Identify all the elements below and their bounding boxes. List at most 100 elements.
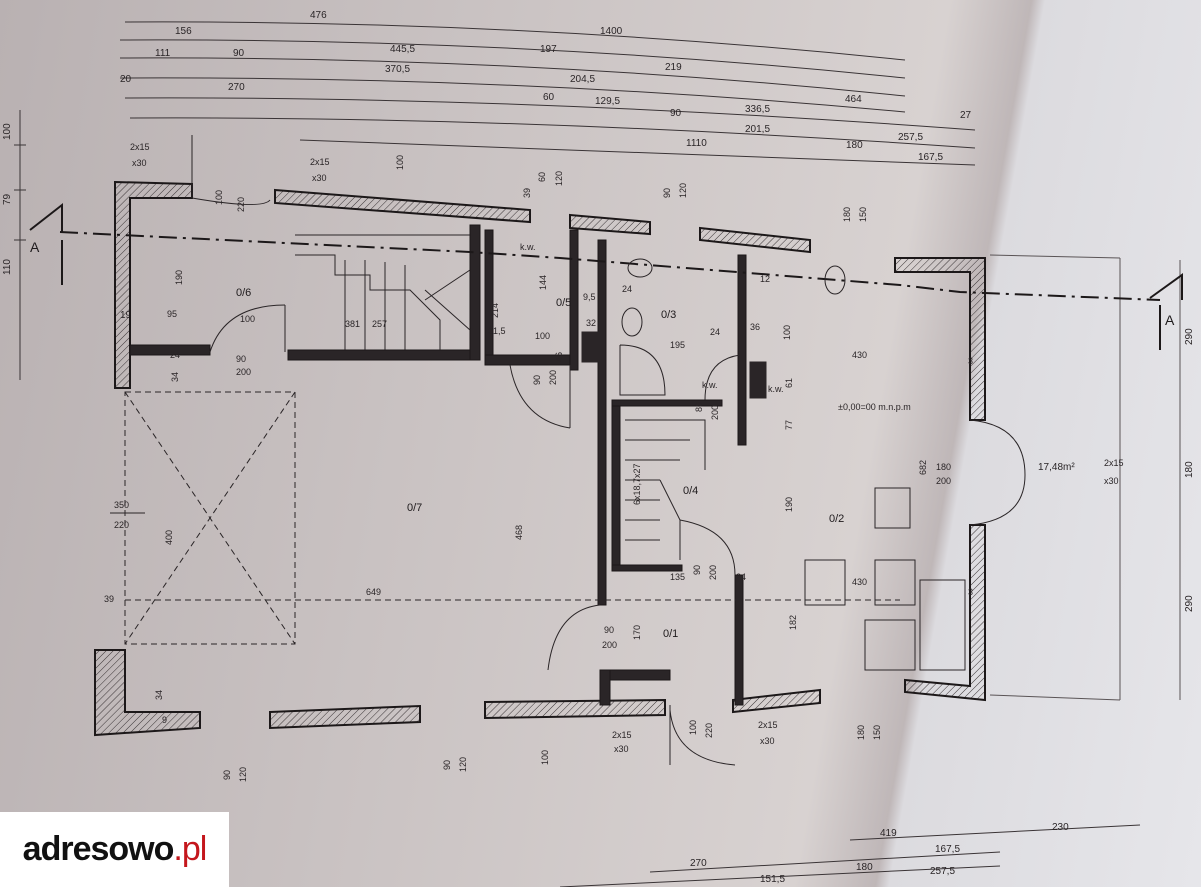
logo-tld-text: .pl	[173, 830, 207, 868]
dim-468: 468	[514, 525, 524, 540]
dim-bottom-419: 419	[880, 828, 897, 839]
living-room-furniture	[804, 487, 966, 671]
dim-bottom-167-5: 167,5	[935, 844, 960, 855]
dim-left-100: 100	[2, 123, 13, 140]
dim-24c: 24	[170, 350, 180, 360]
dim-top-27: 27	[960, 110, 972, 121]
opening-o12-a: 90	[604, 625, 614, 635]
dim-top-20: 20	[120, 74, 132, 85]
opening-o3-a: 2x15	[310, 157, 330, 167]
opening-o1-b: x30	[132, 158, 147, 168]
label-kw-3: k.w.	[768, 384, 784, 394]
opening-o19-a: 90	[222, 770, 232, 780]
label-kw-2: k.w.	[702, 380, 718, 390]
opening-o8-b: 200	[236, 367, 251, 377]
dim-190b: 190	[784, 497, 794, 512]
opening-o19-b: 120	[238, 767, 248, 782]
dim-left-79: 79	[2, 193, 13, 205]
opening-o21: 100	[540, 750, 550, 765]
opening-o13-a: 100	[688, 720, 698, 735]
logo-main-text: adresowo	[22, 830, 175, 868]
exterior-walls	[94, 180, 986, 737]
dim-top-219: 219	[665, 62, 682, 73]
dim-100: 100	[240, 314, 255, 324]
dim-257: 257	[372, 319, 387, 329]
opening-o18-a: 2x15	[1104, 458, 1124, 468]
room-0-3: 0/3	[661, 309, 676, 321]
dim-31-5: 31,5	[488, 326, 506, 336]
dim-682: 682	[918, 460, 928, 475]
opening-o22-a: 180	[856, 725, 866, 740]
section-line-a-a	[59, 231, 1161, 301]
bottom-dimension-lines	[559, 824, 1141, 887]
dim-34a: 34	[170, 372, 180, 382]
dim-right-290b: 290	[1184, 595, 1195, 612]
opening-o13-b: 220	[704, 723, 714, 738]
dim-100b: 100	[535, 331, 550, 341]
dim-100c: 100	[782, 325, 792, 340]
dim-top-60: 60	[543, 92, 555, 103]
dim-top-90b: 90	[670, 108, 682, 119]
dim-190: 190	[174, 270, 184, 285]
dim-9-5: 9,5	[583, 292, 596, 302]
left-dimension-line	[14, 110, 26, 380]
room-0-2: 0/2	[829, 513, 844, 525]
label-kw-1: k.w.	[520, 242, 536, 252]
dim-bottom-230: 230	[1052, 822, 1069, 833]
dim-12: 12	[760, 274, 770, 284]
opening-o20-b: 120	[458, 757, 468, 772]
staircase-main	[295, 234, 471, 350]
room-0-4: 0/4	[683, 485, 698, 497]
opening-o6-b: 120	[678, 183, 688, 198]
dim-top-336-5: 336,5	[745, 104, 770, 115]
dim-bottom-270: 270	[690, 858, 707, 869]
room-0-7: 0/7	[407, 502, 422, 514]
dim-right-180: 180	[1184, 461, 1195, 478]
room-0-1: 0/1	[663, 628, 678, 640]
dim-top-476: 476	[310, 10, 327, 21]
dim-top-445-5: 445,5	[390, 44, 415, 55]
opening-o11-a: 90	[692, 565, 702, 575]
dim-top-370-5: 370,5	[385, 64, 410, 75]
dim-46: 46	[554, 352, 564, 362]
opening-o10-a: 80	[694, 402, 704, 412]
room-0-5: 0/5	[556, 297, 571, 309]
dim-182: 182	[788, 615, 798, 630]
dim-649: 649	[366, 587, 381, 597]
dim-top-257-5: 257,5	[898, 132, 923, 143]
opening-o16-a: 2x15	[612, 730, 632, 740]
room-0-6: 0/6	[236, 287, 251, 299]
opening-o5-c: 120	[554, 171, 564, 186]
dim-430a: 430	[852, 350, 867, 360]
dim-bottom-257-5: 257,5	[930, 866, 955, 877]
dim-36: 36	[750, 322, 760, 332]
dim-430b: 430	[852, 577, 867, 587]
opening-o5-a: 39	[522, 188, 532, 198]
top-dimension-lines	[119, 21, 976, 166]
dim-top-1110: 1110	[686, 138, 707, 149]
opening-o9-a: 90	[532, 375, 542, 385]
dim-34b: 34	[154, 690, 164, 700]
dim-381: 381	[345, 319, 360, 329]
opening-o6-a: 90	[662, 188, 672, 198]
dim-top-111: 111	[155, 48, 171, 59]
opening-o22-b: 150	[872, 725, 882, 740]
dim-top-197: 197	[540, 44, 557, 55]
opening-o14-b: 200	[936, 476, 951, 486]
section-marker-left-label: A	[30, 239, 40, 255]
opening-o3-b: x30	[312, 173, 327, 183]
dim-top-180: 180	[846, 140, 863, 151]
opening-o15-a: 350	[114, 500, 129, 510]
terrace-outline	[989, 254, 1181, 701]
terrace-area: 17,48m²	[1038, 462, 1075, 473]
dim-24b: 24	[710, 327, 720, 337]
adresowo-logo: adresowo.pl	[0, 812, 229, 887]
bathroom-fixtures	[581, 258, 846, 399]
dim-9: 9	[162, 715, 167, 725]
dashed-projection-outline	[124, 391, 900, 645]
dim-135: 135	[670, 572, 685, 582]
dim-77: 77	[784, 420, 794, 430]
dim-top-270: 270	[228, 82, 245, 93]
